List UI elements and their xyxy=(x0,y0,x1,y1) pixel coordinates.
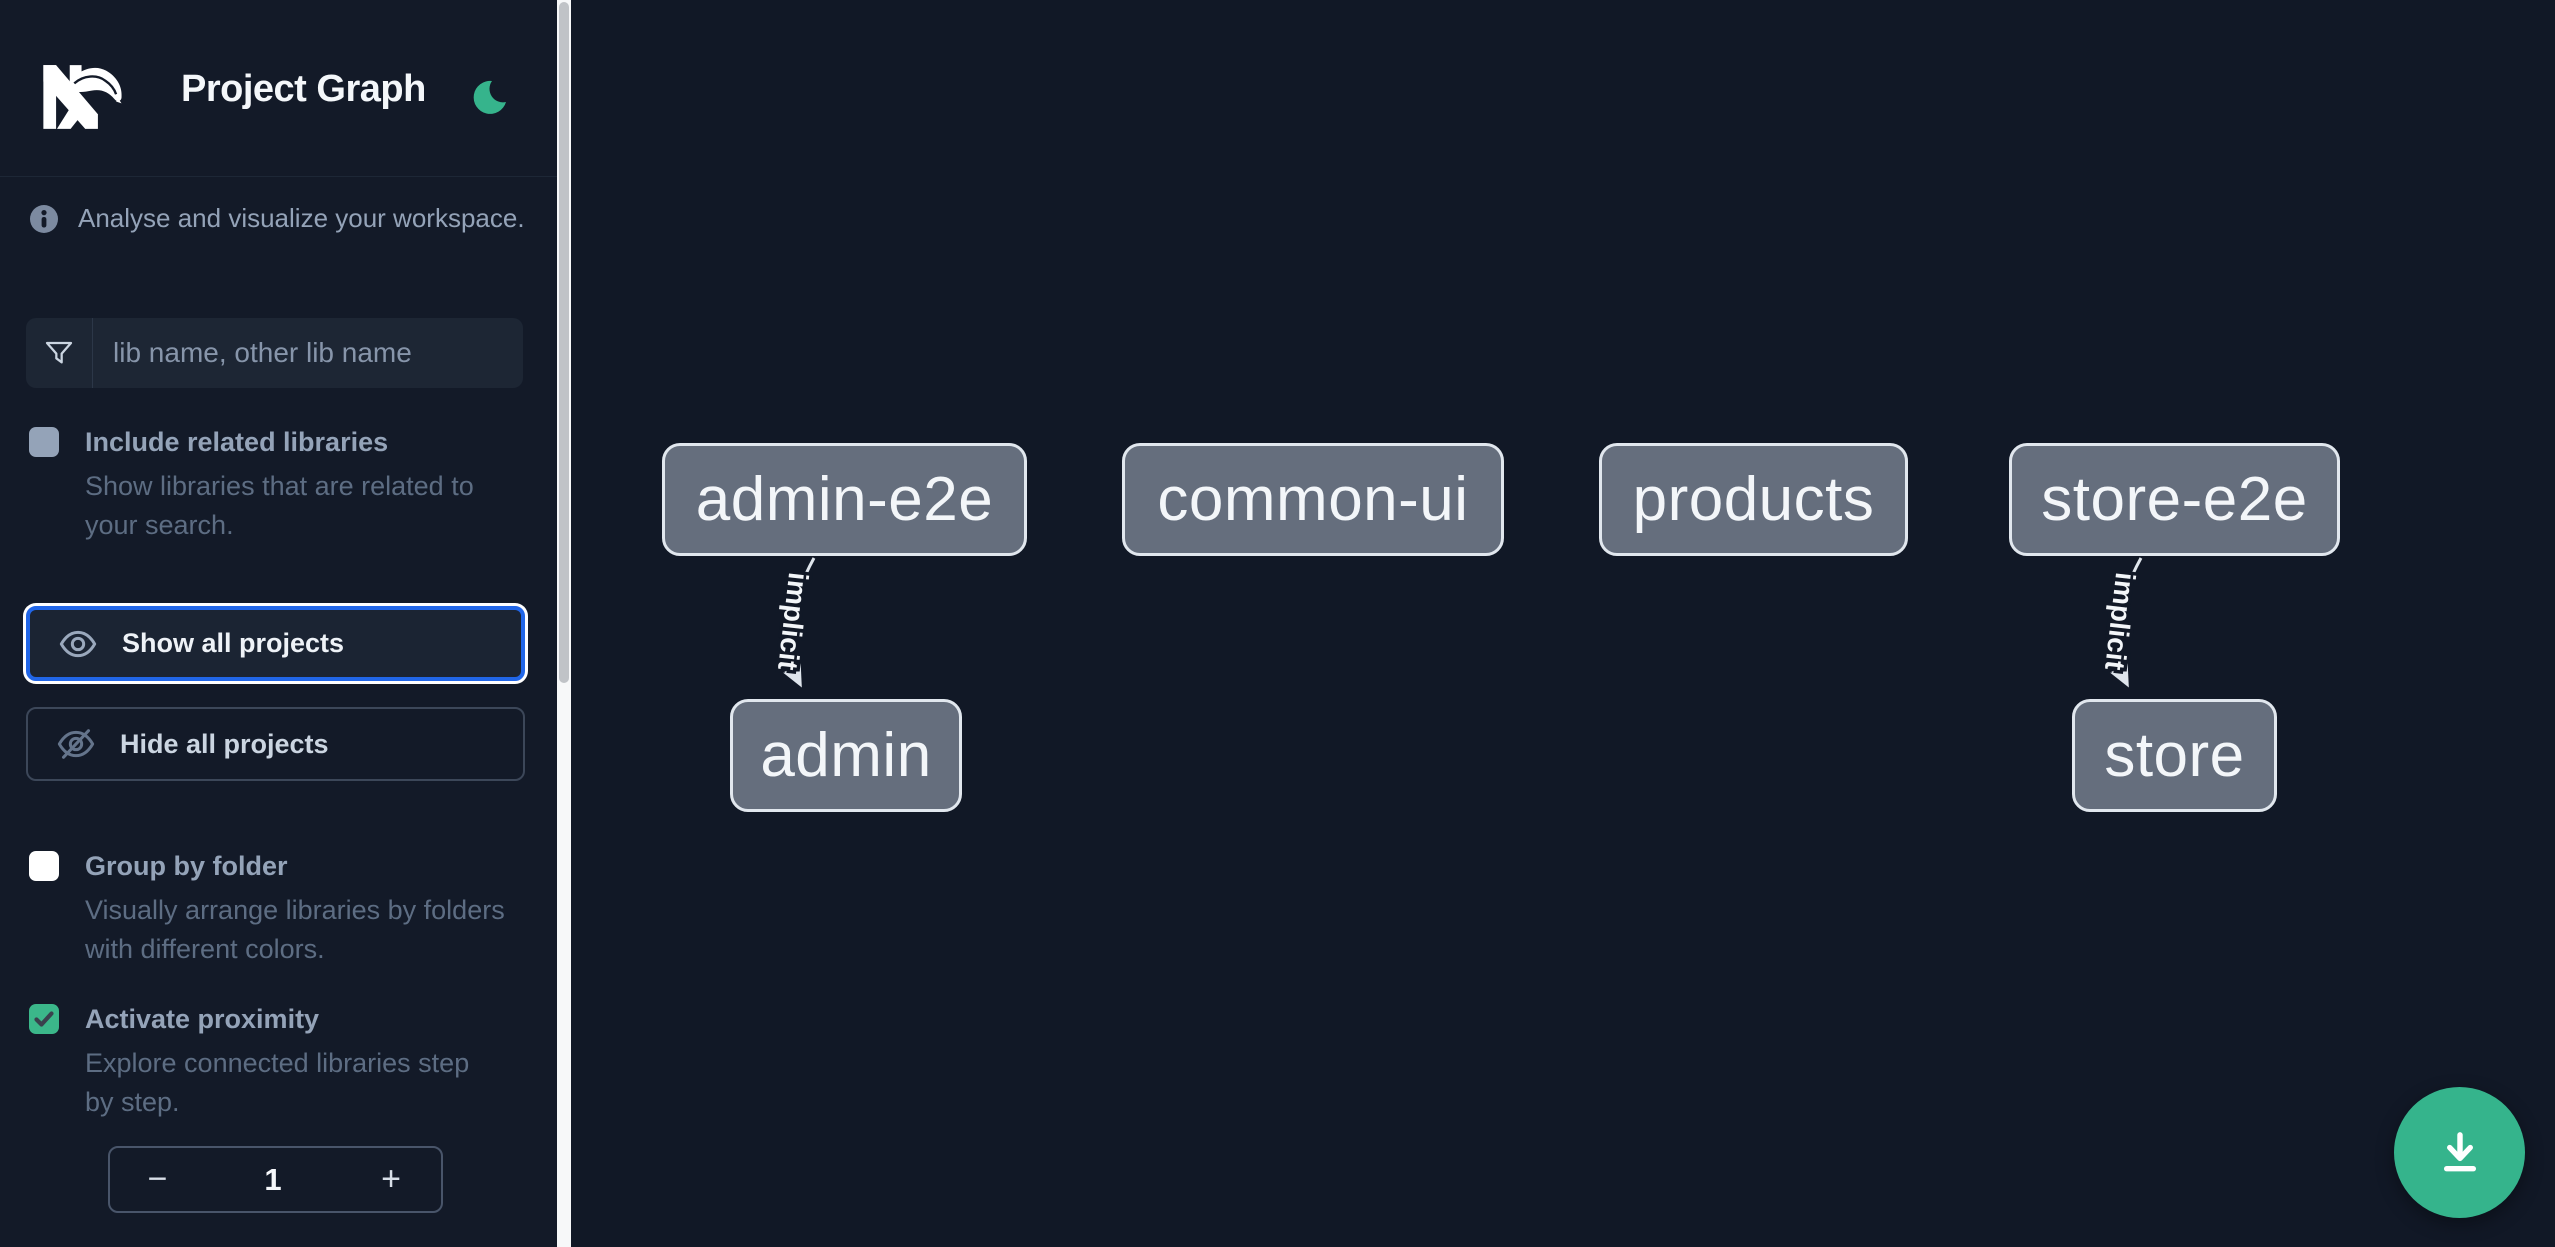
include-related-checkbox[interactable] xyxy=(29,427,59,457)
include-related-option: Include related libraries Show libraries… xyxy=(29,427,529,545)
graph-node-store[interactable]: store xyxy=(2072,699,2277,812)
sidebar-scrollbar[interactable] xyxy=(557,0,571,1247)
group-by-folder-label: Group by folder xyxy=(85,851,288,881)
tagline-row: Analyse and visualize your workspace. xyxy=(29,203,529,234)
activate-proximity-checkbox[interactable] xyxy=(29,1004,59,1034)
group-by-folder-checkbox[interactable] xyxy=(29,851,59,881)
graph-node-common-ui[interactable]: common-ui xyxy=(1122,443,1504,556)
activate-proximity-option: Activate proximity Explore connected lib… xyxy=(29,1004,529,1122)
download-graph-button[interactable] xyxy=(2394,1087,2525,1218)
graph-node-admin[interactable]: admin xyxy=(730,699,962,812)
page-title: Project Graph xyxy=(181,68,426,110)
checkmark-icon xyxy=(34,1011,54,1027)
group-by-folder-option: Group by folder Visually arrange librari… xyxy=(29,851,529,969)
decrement-button[interactable]: − xyxy=(110,1148,205,1211)
info-icon xyxy=(30,205,58,233)
show-all-projects-label: Show all projects xyxy=(122,628,345,658)
activate-proximity-description: Explore connected libraries step by step… xyxy=(85,1048,470,1117)
eye-off-icon xyxy=(57,729,95,759)
increment-button[interactable]: + xyxy=(341,1148,441,1211)
filter-input-group xyxy=(26,318,523,388)
include-related-label: Include related libraries xyxy=(85,427,389,457)
sidebar-header: Project Graph xyxy=(0,0,557,177)
show-all-projects-button[interactable]: Show all projects xyxy=(26,606,525,681)
download-icon xyxy=(2443,1131,2476,1171)
graph-node-products[interactable]: products xyxy=(1599,443,1908,556)
hide-all-projects-label: Hide all projects xyxy=(120,728,329,759)
sidebar-scrollbar-thumb[interactable] xyxy=(559,2,569,683)
nx-logo xyxy=(43,65,122,129)
proximity-depth-value: 1 xyxy=(264,1161,282,1197)
theme-toggle-button[interactable] xyxy=(466,76,510,120)
include-related-description: Show libraries that are related to your … xyxy=(85,471,474,540)
activate-proximity-label: Activate proximity xyxy=(85,1004,320,1034)
group-by-folder-description: Visually arrange libraries by folders wi… xyxy=(85,895,505,964)
tagline-text: Analyse and visualize your workspace. xyxy=(78,203,525,233)
moon-icon xyxy=(473,80,506,114)
filter-input[interactable] xyxy=(93,318,523,388)
sidebar: Project Graph Analyse and visualize your… xyxy=(0,0,557,1247)
graph-canvas[interactable] xyxy=(571,0,2555,1247)
graph-node-admin-e2e[interactable]: admin-e2e xyxy=(662,443,1027,556)
graph-node-store-e2e[interactable]: store-e2e xyxy=(2009,443,2340,556)
proximity-depth-stepper: − 1 + xyxy=(108,1146,443,1213)
eye-icon xyxy=(59,630,97,657)
filter-icon xyxy=(26,318,93,388)
hide-all-projects-button[interactable]: Hide all projects xyxy=(26,707,525,781)
